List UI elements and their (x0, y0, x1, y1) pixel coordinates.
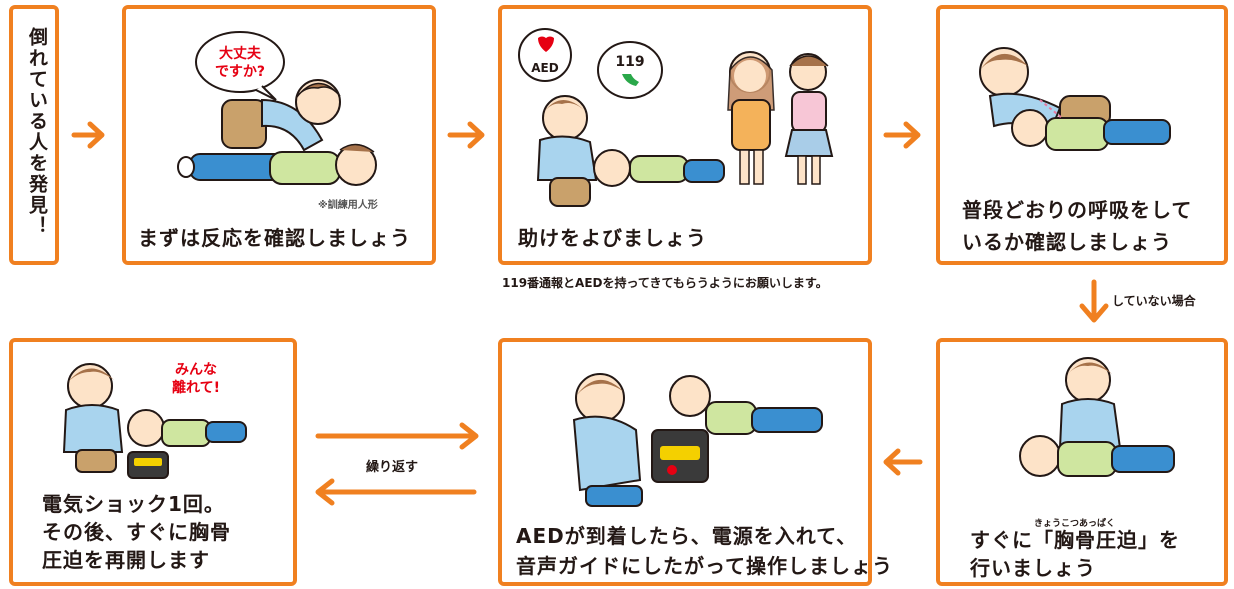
step6-bubble-line2: 離れて! (172, 379, 220, 396)
step5-illustration (572, 373, 823, 507)
step5-caption-line1: AEDが到着したら、電源を入れて、 (516, 524, 858, 548)
step2-caption: 助けをよびましょう (518, 226, 707, 250)
step1-box (122, 5, 436, 265)
step1-note: ※訓練用人形 (318, 200, 378, 211)
step3-caption-line2: いるか確認しましょう (962, 230, 1172, 254)
start-box: 倒れている人を発見！ (9, 5, 59, 265)
step6-caption-line2: その後、すぐに胸骨 (42, 520, 231, 544)
start-label: 倒れている人を発見！ (26, 27, 48, 237)
not-breathing-label: していない場合 (1112, 294, 1196, 308)
step6-bubble-line1: みんな (175, 362, 217, 378)
step6-caption-line3: 圧迫を再開します (42, 548, 210, 572)
step2-illustration: AED 119 (518, 28, 834, 207)
arrow-step2-to-step3 (883, 121, 921, 149)
step1-caption: まずは反応を確認しましょう (138, 226, 411, 250)
step4-ruby: きょうこつあっぱく (1034, 519, 1116, 529)
arrow-repeat-left (315, 478, 477, 506)
step2-note: 119番通報とAEDを持ってきてもらうようにお願いします。 (502, 276, 828, 290)
step3-caption-line1: 普段どおりの呼吸をして (962, 198, 1193, 222)
step1-bubble-line1: 大丈夫 (219, 45, 262, 62)
arrow-repeat-right (315, 422, 479, 450)
step4-caption-line2: 行いましょう (970, 556, 1096, 580)
aed-bubble-label: AED (531, 61, 558, 75)
arrow-step1-to-step2 (447, 121, 485, 149)
step1-illustration: 大丈夫 ですか? (177, 31, 377, 186)
step3-illustration (979, 47, 1171, 151)
phone-bubble-label: 119 (615, 54, 644, 70)
step6-illustration: みんな 離れて! (62, 362, 247, 479)
step5-caption-line2: 音声ガイドにしたがって操作しましょう (516, 554, 893, 578)
step1-bubble-line2: ですか? (215, 64, 265, 80)
arrow-start-to-step1 (71, 121, 105, 149)
step4-illustration (1019, 357, 1175, 477)
arrow-step3-to-step4 (1079, 279, 1109, 323)
step6-caption-line1: 電気ショック1回。 (42, 492, 225, 516)
step4-caption-line1: すぐに「胸骨圧迫」を (970, 528, 1180, 552)
arrow-step4-to-step5 (883, 448, 923, 476)
phone-icon (622, 74, 639, 86)
repeat-label: 繰り返す (366, 460, 419, 475)
